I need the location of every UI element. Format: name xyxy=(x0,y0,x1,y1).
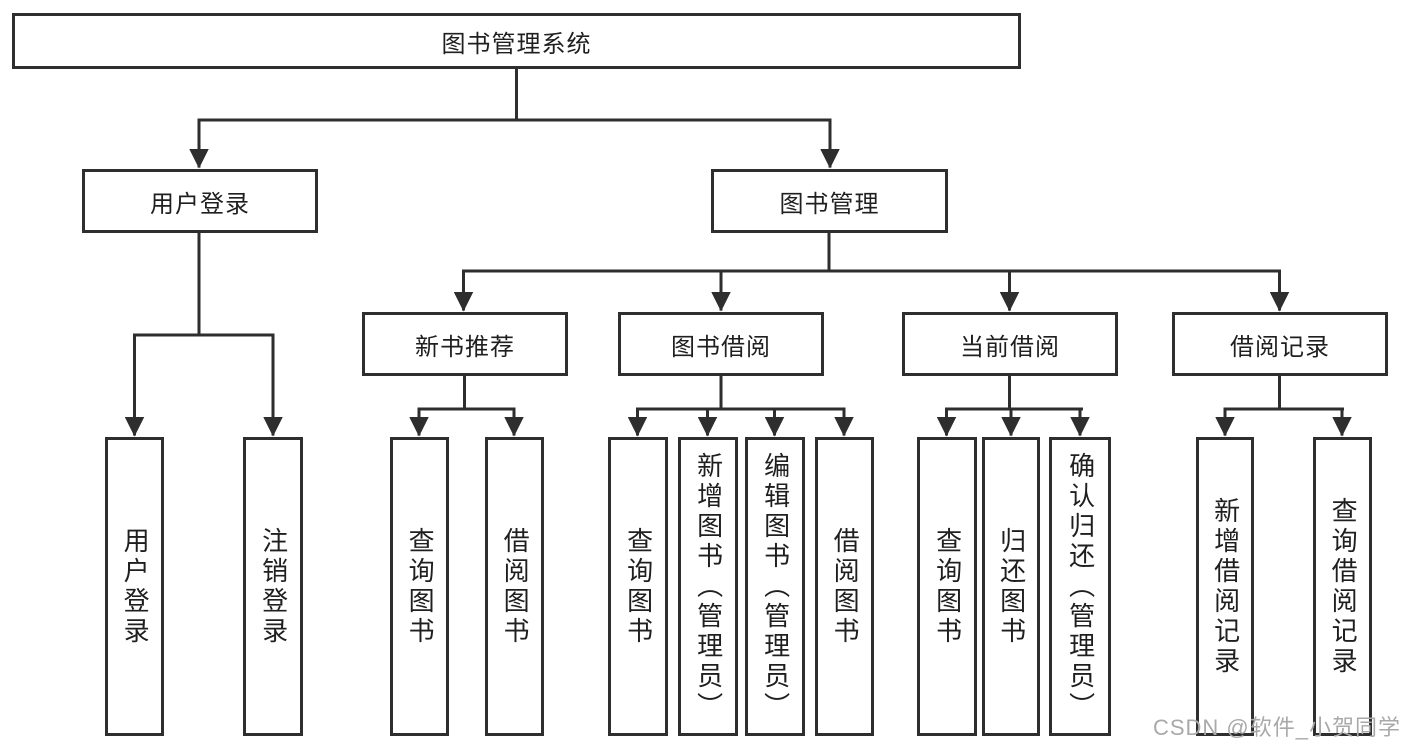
leaf-cb-return-books: 归还图书 xyxy=(982,437,1040,736)
node-label: 新书推荐 xyxy=(415,333,515,361)
leaf-logout: 注销登录 xyxy=(243,437,303,736)
leaf-cb-query-books: 查询图书 xyxy=(917,437,977,736)
leaf-bb-edit-books-admin: 编辑图书（管理员） xyxy=(745,437,805,736)
leaf-cb-confirm-return-admin: 确认归还（管理员） xyxy=(1049,437,1111,736)
leaf-label: 查询借阅记录 xyxy=(1328,496,1359,677)
leaf-label: 新增图书（管理员） xyxy=(693,451,724,722)
leaf-label: 借阅图书 xyxy=(500,526,531,647)
leaf-label: 查询图书 xyxy=(623,526,654,647)
leaf-bb-borrow-books: 借阅图书 xyxy=(815,437,874,736)
node-book-borrow: 图书借阅 xyxy=(618,312,824,376)
node-book-management: 图书管理 xyxy=(711,169,948,233)
leaf-label: 查询图书 xyxy=(405,526,436,647)
node-new-book-recommend: 新书推荐 xyxy=(362,312,568,376)
leaf-nb-borrow-books: 借阅图书 xyxy=(485,437,544,736)
node-label: 图书借阅 xyxy=(671,333,771,361)
leaf-bb-add-books-admin: 新增图书（管理员） xyxy=(678,437,738,736)
node-label: 借阅记录 xyxy=(1230,333,1330,361)
node-root-library-system: 图书管理系统 xyxy=(12,13,1021,69)
node-label: 当前借阅 xyxy=(960,333,1060,361)
leaf-label: 新增借阅记录 xyxy=(1210,496,1241,677)
node-label: 用户登录 xyxy=(150,190,250,218)
leaf-br-query-record: 查询借阅记录 xyxy=(1313,437,1372,736)
leaf-nb-query-books: 查询图书 xyxy=(390,437,449,736)
watermark: CSDN @软件_小贺同学 xyxy=(1152,715,1401,740)
leaf-label: 注销登录 xyxy=(258,526,289,647)
node-borrow-records: 借阅记录 xyxy=(1172,312,1388,376)
leaf-label: 借阅图书 xyxy=(830,526,861,647)
leaf-bb-query-books: 查询图书 xyxy=(608,437,668,736)
leaf-label: 查询图书 xyxy=(932,526,963,647)
node-user-login: 用户登录 xyxy=(82,169,318,233)
node-label: 图书管理 xyxy=(779,190,880,218)
leaf-user-login: 用户登录 xyxy=(105,437,164,736)
leaf-br-add-record: 新增借阅记录 xyxy=(1196,437,1254,736)
node-current-borrow: 当前借阅 xyxy=(902,312,1118,376)
leaf-label: 用户登录 xyxy=(120,526,151,647)
leaf-label: 编辑图书（管理员） xyxy=(760,451,791,722)
node-label: 图书管理系统 xyxy=(441,30,592,58)
leaf-label: 确认归还（管理员） xyxy=(1065,451,1096,722)
leaf-label: 归还图书 xyxy=(996,526,1027,647)
